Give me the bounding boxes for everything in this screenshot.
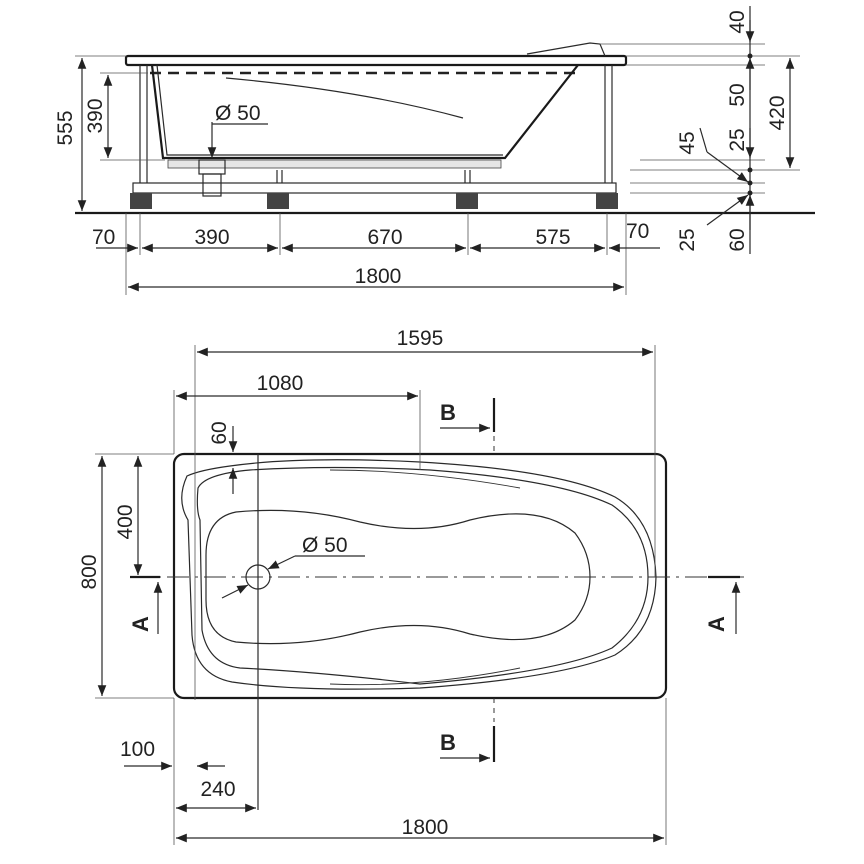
dim-50-label: 50 — [726, 83, 749, 106]
dim-1080-label: 1080 — [257, 372, 304, 395]
dim-60-top-label: 60 — [208, 421, 231, 444]
dim-70-right-label: 70 — [626, 220, 649, 243]
dim-25b-label: 25 — [676, 228, 699, 251]
section-a-right-label: A — [704, 616, 729, 632]
tub-inner-wall — [156, 64, 503, 156]
rim-curve-top — [329, 469, 521, 489]
dim-25-label: 25 — [726, 128, 749, 151]
leader-45 — [706, 151, 749, 183]
drain-leader-top-a — [267, 555, 296, 570]
dot-3 — [747, 180, 753, 186]
dim-400-label: 400 — [114, 504, 137, 539]
dim-60-label: 60 — [726, 228, 749, 251]
basin-middle — [196, 466, 649, 685]
side-view: 555 390 Ø 50 70 390 670 575 70 1800 — [54, 6, 815, 295]
foot-3 — [456, 193, 478, 209]
dim-390-label: 390 — [194, 226, 229, 249]
dim-390-vert-label: 390 — [84, 98, 107, 133]
tub-rim — [124, 54, 628, 67]
dim-240-label: 240 — [200, 778, 235, 801]
dim-800-label: 800 — [78, 554, 101, 589]
dim-575-label: 575 — [535, 226, 570, 249]
dim-40-label: 40 — [726, 10, 749, 33]
drain-pipe — [202, 173, 222, 197]
foot-1 — [130, 193, 152, 209]
dim-1800-top-label: 1800 — [402, 816, 449, 839]
tub-floor — [167, 159, 502, 169]
dim-670-label: 670 — [367, 226, 402, 249]
drain-label-top: Ø 50 — [302, 534, 348, 557]
rim-curve-bottom — [329, 667, 521, 686]
section-b-bottom-label: B — [440, 730, 456, 755]
foot-4 — [596, 193, 618, 209]
dot-4 — [747, 190, 753, 196]
leader-45-b — [699, 127, 708, 153]
leader-25b — [706, 194, 749, 226]
section-b-top-label: B — [440, 400, 456, 425]
top-view: Ø 50 1595 1080 60 800 400 A A B — [78, 327, 745, 845]
dim-70-left-label: 70 — [92, 226, 115, 249]
tub-outline — [172, 452, 668, 700]
drain-leader-top-b — [221, 584, 249, 599]
section-a-left-label: A — [128, 616, 153, 632]
dim-420-label: 420 — [766, 95, 789, 130]
dim-45-label: 45 — [676, 131, 699, 154]
headrest — [526, 42, 606, 57]
dim-1800-side-label: 1800 — [355, 265, 402, 288]
dot-1 — [747, 53, 753, 59]
basin-outer — [181, 459, 657, 690]
frame-base — [132, 182, 617, 194]
basin-inner — [205, 509, 591, 645]
drain-label-side: Ø 50 — [215, 102, 261, 125]
dim-555-label: 555 — [54, 110, 77, 145]
tub-body — [150, 64, 579, 160]
dot-2 — [747, 167, 753, 173]
dim-100-label: 100 — [120, 738, 155, 761]
inner-contour — [225, 77, 464, 119]
foot-2 — [267, 193, 289, 209]
dim-1595-label: 1595 — [397, 327, 444, 350]
